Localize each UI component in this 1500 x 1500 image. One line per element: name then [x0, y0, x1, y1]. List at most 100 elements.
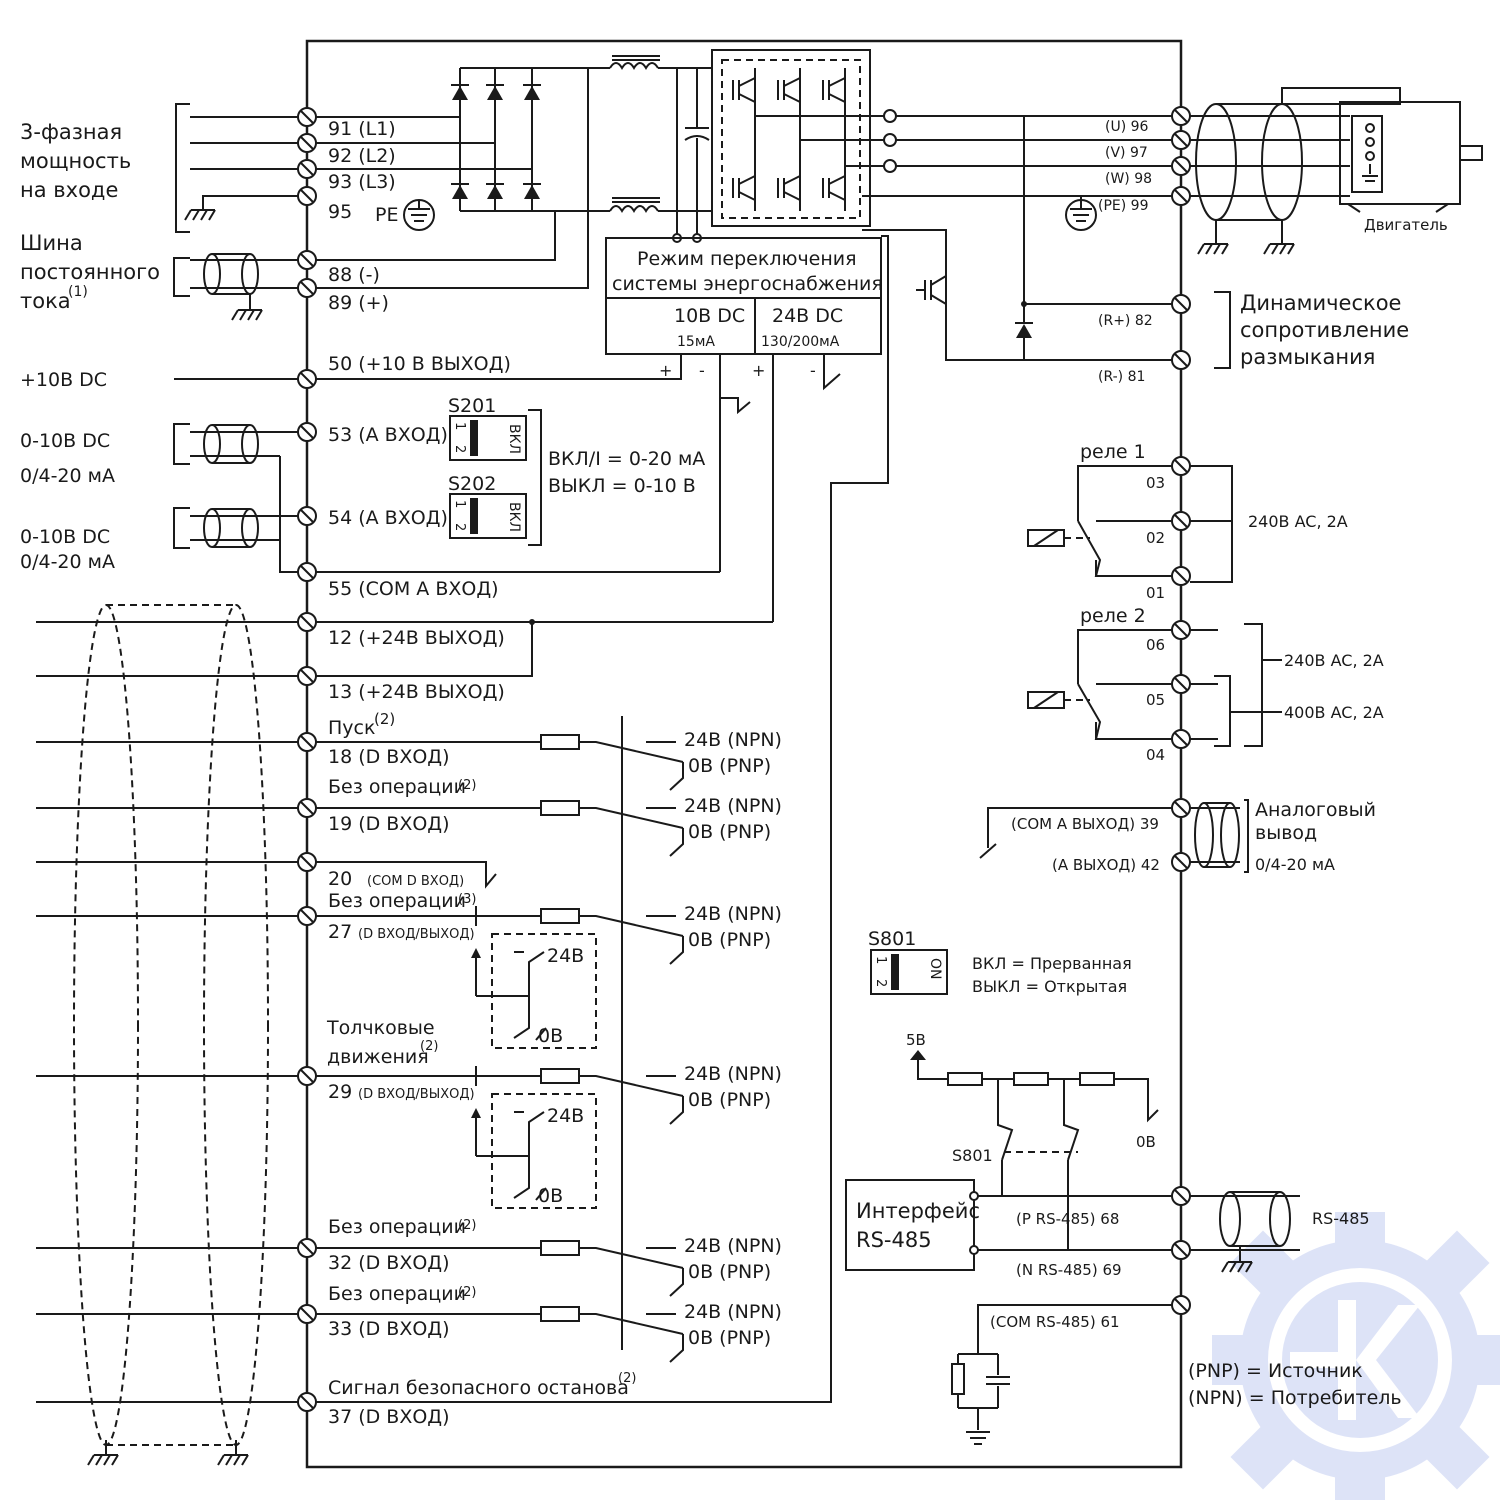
s202-on: ВКЛ: [506, 502, 522, 532]
motor-cable-shield-icon: [1195, 103, 1303, 244]
terminal-20[interactable]: [297, 852, 317, 872]
terminal-92[interactable]: [297, 133, 317, 153]
s801-section: S801 1 2 ON ВКЛ = Прерванная ВЫКЛ = Откр…: [868, 928, 1132, 996]
terminal-99-label: (PE) 99: [1098, 198, 1148, 214]
terminal-93[interactable]: [297, 159, 317, 179]
smps-24v-minus: -: [810, 361, 816, 380]
safe-stop-label: Сигнал безопасного останова: [328, 1377, 629, 1399]
rs485-s801-label: S801: [952, 1146, 993, 1165]
dc-bus-label-2: постоянного: [20, 260, 160, 284]
terminal-98[interactable]: [1171, 156, 1191, 176]
terminal-53[interactable]: [297, 422, 317, 442]
terminal-29-sub: (D ВХОД/ВЫХОД): [358, 1087, 475, 1102]
terminal-32[interactable]: [297, 1238, 317, 1258]
di-row-27: 24В (NPN) 0В (PNP) 24В 0В: [316, 903, 782, 1049]
terminal-42[interactable]: [1171, 852, 1191, 872]
s202-label: S202: [448, 473, 496, 495]
terminal-91[interactable]: [297, 107, 317, 127]
terminal-95[interactable]: [297, 186, 317, 206]
relay-section: реле 1 03 02 01 240В AC, 2A реле 2 06 05…: [1027, 441, 1384, 764]
shield-cable-icon: [203, 253, 259, 310]
start-note: (2): [374, 710, 395, 728]
cable-shield-outline: [73, 604, 269, 1446]
relay-06-label: 06: [1146, 636, 1165, 654]
terminal-12[interactable]: [297, 612, 317, 632]
terminal-06[interactable]: [1171, 620, 1191, 640]
analog-out-com-label: (COM А ВЫХОД) 39: [1011, 815, 1159, 833]
terminal-69[interactable]: [1171, 1240, 1191, 1260]
terminal-97-label: (V) 97: [1105, 145, 1148, 161]
motor-icon: [1281, 87, 1483, 213]
pnp-label: 0В (PNP): [688, 1089, 771, 1111]
s201-pin2: 2: [452, 445, 467, 453]
gear-watermark-logo: [1212, 1212, 1500, 1500]
npn-label: 24В (NPN): [684, 795, 782, 817]
terminal-05[interactable]: [1171, 674, 1191, 694]
terminal-99[interactable]: [1171, 186, 1191, 206]
terminal-96[interactable]: [1171, 106, 1191, 126]
s201-note-2: ВЫКЛ = 0-10 В: [548, 475, 696, 497]
analog-out-out-label: (А ВЫХОД) 42: [1052, 856, 1160, 874]
terminal-61[interactable]: [1171, 1295, 1191, 1315]
terminal-04[interactable]: [1171, 729, 1191, 749]
terminal-55[interactable]: [297, 562, 317, 582]
terminal-89[interactable]: [297, 278, 317, 298]
terminal-54[interactable]: [297, 506, 317, 526]
terminal-03[interactable]: [1171, 456, 1191, 476]
jog-label-1: Толчковые: [326, 1017, 435, 1039]
terminal-68[interactable]: [1171, 1186, 1191, 1206]
terminal-54-label: 54 (А ВХОД): [328, 507, 448, 529]
terminal-19[interactable]: [297, 798, 317, 818]
dc-bus-label-3: тока: [20, 289, 71, 313]
s202-dip-switch[interactable]: 1 2 ВКЛ: [449, 493, 527, 539]
io-24v-label: 24В: [547, 945, 584, 967]
terminal-13[interactable]: [297, 666, 317, 686]
noop1-label: Без операции: [328, 776, 466, 798]
terminal-89-label: 89 (+): [328, 292, 389, 314]
pnp-label: 0В (PNP): [688, 821, 771, 843]
noop3-note: (2): [458, 1218, 476, 1233]
s801-pin2: 2: [873, 979, 888, 987]
terminal-55-label: 55 (COM А ВХОД): [328, 578, 499, 600]
jog-note: (2): [420, 1039, 438, 1054]
shield-cable-icon: [1219, 1191, 1291, 1262]
terminal-29[interactable]: [297, 1066, 317, 1086]
relay-01-label: 01: [1146, 584, 1165, 602]
npn-label: 24В (NPN): [684, 1063, 782, 1085]
analog-out-range: 0/4-20 мА: [1255, 855, 1335, 874]
rc-filter-icon: [951, 1353, 1010, 1445]
rs485-interface-2: RS-485: [856, 1228, 932, 1252]
s801-dip-switch[interactable]: 1 2 ON: [870, 949, 948, 995]
s201-pin1: 1: [452, 422, 467, 430]
terminal-39[interactable]: [1171, 798, 1191, 818]
terminal-50[interactable]: [297, 369, 317, 389]
s801-on: ON: [927, 958, 943, 980]
terminal-27[interactable]: [297, 906, 317, 926]
npn-label: 24В (NPN): [684, 729, 782, 751]
terminal-97[interactable]: [1171, 130, 1191, 150]
legend-pnp: (PNP) = Источник: [1188, 1360, 1363, 1382]
terminal-37[interactable]: [297, 1392, 317, 1412]
terminal-20-sub: (COM D ВХОД): [367, 874, 464, 889]
terminal-88-label: 88 (-): [328, 264, 380, 286]
terminal-82[interactable]: [1171, 294, 1191, 314]
pnp-label: 0В (PNP): [688, 755, 771, 777]
s201-dip-switch[interactable]: 1 2 ВКЛ: [449, 415, 527, 461]
smps-10v-label: 10В DC: [674, 305, 745, 327]
legend-npn: (NPN) = Потребитель: [1188, 1387, 1402, 1409]
npn-label: 24В (NPN): [684, 903, 782, 925]
terminal-96-label: (U) 96: [1105, 119, 1149, 135]
terminal-01[interactable]: [1171, 566, 1191, 586]
power-input-label-2: мощность: [20, 149, 131, 173]
terminal-02[interactable]: [1171, 511, 1191, 531]
ground-icon: [1197, 243, 1229, 255]
terminal-12-label: 12 (+24В ВЫХОД): [328, 627, 505, 649]
terminal-18[interactable]: [297, 732, 317, 752]
di-row-19: 24В (NPN) 0В (PNP): [316, 795, 782, 857]
inverter-section: (U) 96 (V) 97 (W) 98 (PE) 99: [711, 49, 1483, 324]
jog-label-2: движения: [327, 1046, 429, 1068]
power-input-label-3: на входе: [20, 178, 118, 202]
terminal-81[interactable]: [1171, 350, 1191, 370]
terminal-33[interactable]: [297, 1304, 317, 1324]
terminal-88[interactable]: [297, 250, 317, 270]
